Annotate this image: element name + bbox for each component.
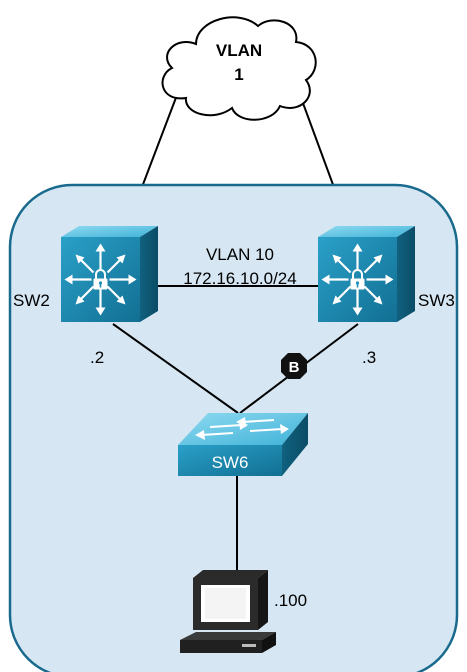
vlan-10-label: VLAN 10 <box>206 245 274 264</box>
sw2-address: .2 <box>90 348 104 367</box>
sw3-label: SW3 <box>418 291 455 310</box>
host-address: .100 <box>274 591 307 610</box>
sw2-multilayer-switch[interactable] <box>61 226 158 322</box>
sw6-label: SW6 <box>212 453 249 472</box>
switch-arrows-icon <box>195 417 289 440</box>
subnet-label: 172.16.10.0/24 <box>183 269 296 288</box>
sw3-multilayer-switch[interactable] <box>318 226 415 322</box>
cloud-label-line1: VLAN <box>216 41 262 60</box>
cloud-label-line2: 1 <box>234 65 243 84</box>
vlan-1-cloud: VLAN 1 <box>161 16 317 121</box>
sw6-switch[interactable]: SW6 <box>178 413 308 476</box>
keyboard-icon <box>180 632 276 653</box>
host-pc[interactable] <box>180 570 276 653</box>
sw2-label: SW2 <box>13 291 50 310</box>
sw3-address: .3 <box>362 348 376 367</box>
link-sw2-sw6 <box>112 323 239 414</box>
monitor-icon <box>193 570 268 630</box>
marker-b: B <box>281 353 307 379</box>
marker-b-letter: B <box>289 359 300 376</box>
